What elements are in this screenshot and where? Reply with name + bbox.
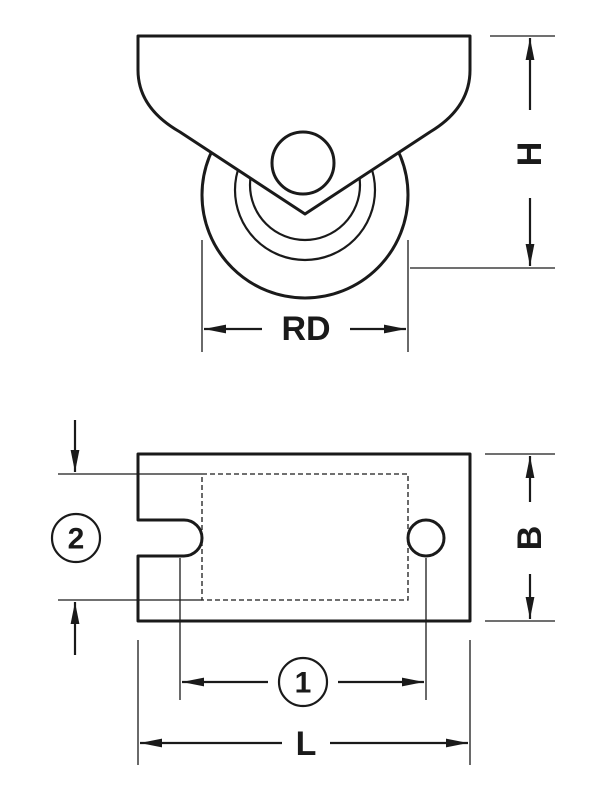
callout-1-circle [277,656,329,708]
length-label: L [296,725,317,763]
dimension-callout-2: 2 [50,420,202,655]
axle [270,130,336,196]
dimension-height: H [410,35,555,269]
callout-2-label: 2 [68,523,85,556]
side-view [136,34,472,300]
callout-2-circle [50,512,102,564]
wheel-footprint [201,473,409,601]
dimension-callout-1: 1 [179,558,427,708]
callout-1-label: 1 [295,667,312,700]
fork-bracket [136,34,472,216]
width-label: B [511,526,549,551]
mounting-hole [406,518,446,558]
height-label: H [511,142,549,167]
dimension-width: B [485,453,555,622]
top-view [136,452,472,623]
base-plate [136,452,472,623]
dimension-length: L [137,640,471,765]
wheel-diameter-label: RD [281,310,330,348]
dimension-wheel-diameter: RD [201,240,409,352]
